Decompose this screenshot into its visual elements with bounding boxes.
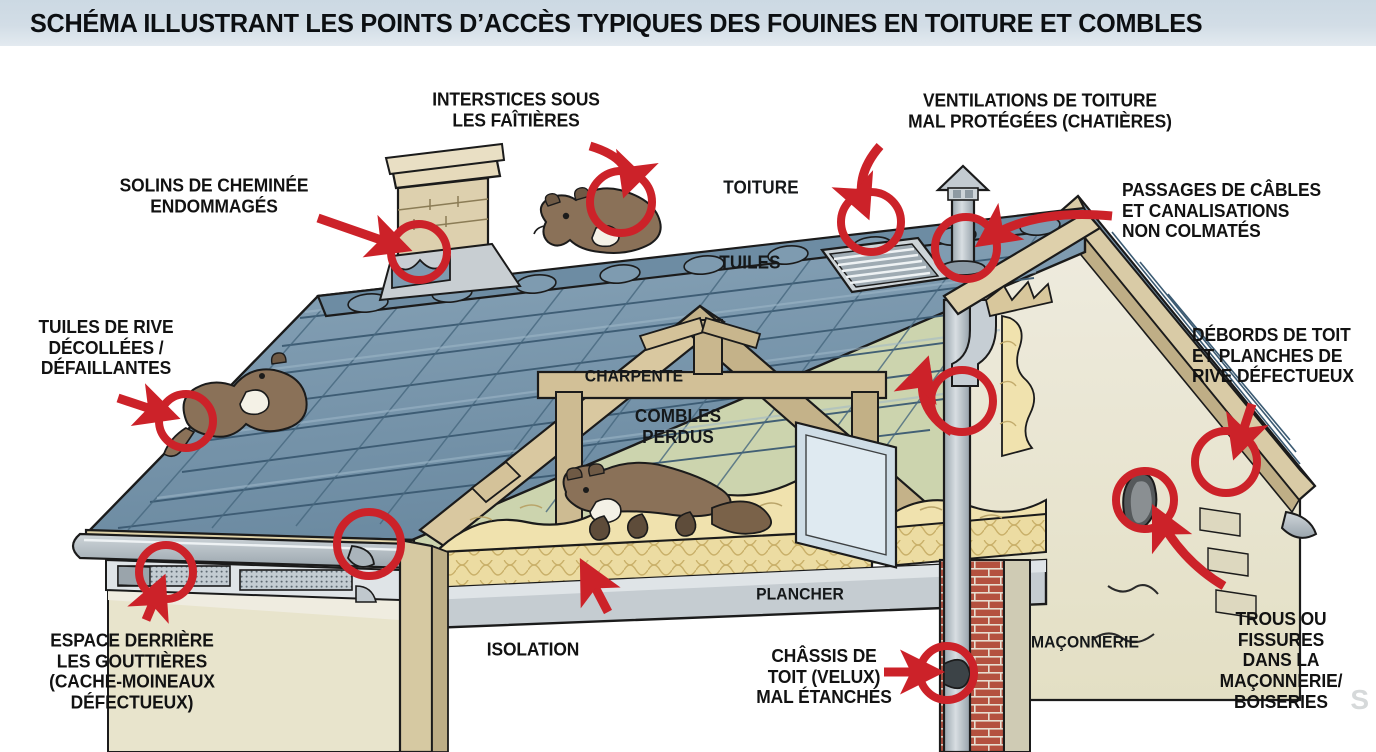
callout-isolation: ISOLATION	[486, 638, 580, 660]
marker-conduit	[931, 213, 1001, 283]
velux-skylight[interactable]	[794, 421, 898, 569]
access-point-markers	[135, 167, 1261, 704]
marker-planche-rive	[1191, 427, 1261, 497]
callout-tuiles-rive: TUILES DE RIVE DÉCOLLÉES / DÉFAILLANTES	[38, 315, 174, 379]
arrow-debords	[1226, 402, 1269, 461]
arrow-gouttieres	[127, 573, 169, 624]
page-title: SCHÉMA ILLUSTRANT LES POINTS D’ACCÈS TYP…	[30, 7, 1203, 38]
arrow-canalisation-interieure	[893, 355, 955, 436]
callout-trous-fissures: TROUS OU FISSURES DANS LA MAÇONNERIE/ BO…	[1219, 608, 1343, 713]
arrow-trous	[1151, 503, 1227, 590]
label-combles-perdus: COMBLES PERDUS	[634, 405, 722, 447]
arrow-ventilations	[831, 143, 884, 221]
callout-espace-gouttieres: ESPACE DERRIÈRE LES GOUTTIÈRES (CACHE-MO…	[49, 629, 215, 713]
watermark: S	[1350, 684, 1370, 715]
arrow-faitieres	[588, 141, 659, 199]
right-soffit-overhang	[942, 210, 1102, 458]
arrow-passages-cables	[974, 202, 1113, 248]
roof-vent-chatiere[interactable]	[820, 236, 950, 294]
arrow-tuiles-rive	[116, 383, 181, 426]
chimney	[378, 142, 522, 302]
marten-on-insulation	[562, 461, 772, 541]
brick-pier-downpipe	[938, 298, 1031, 752]
callout-interstices-faitieres: INTERSTICES SOUS LES FAÎTIÈRES	[432, 88, 600, 130]
eaves-gutter-assembly	[71, 528, 421, 603]
label-plancher: PLANCHER	[756, 585, 844, 604]
callout-arrows	[116, 141, 1269, 695]
charpente-truss	[418, 304, 948, 561]
arrow-isolation	[579, 558, 621, 615]
label-toiture: TOITURE	[723, 177, 799, 198]
callout-ventilations-toiture: VENTILATIONS DE TOITURE MAL PROTÉGÉES (C…	[908, 89, 1172, 131]
marker-debord-gouttiere	[333, 508, 405, 580]
callout-debords-toit: DÉBORDS DE TOIT ET PLANCHES DE RIVE DÉFE…	[1192, 323, 1354, 387]
callout-passages-cables: PASSAGES DE CÂBLES ET CANALISATIONS NON …	[1122, 178, 1321, 242]
callout-chassis-velux: CHÂSSIS DE TOIT (VELUX) MAL ÉTANCHÉS	[756, 644, 892, 708]
label-maconnerie: MAÇONNERIE	[1030, 633, 1140, 652]
title-banner: SCHÉMA ILLUSTRANT LES POINTS D’ACCÈS TYP…	[0, 0, 1376, 46]
left-corner-post	[398, 538, 449, 752]
label-charpente: CHARPENTE	[584, 367, 684, 386]
arrow-solins	[316, 213, 413, 258]
marker-fissure-facade	[1112, 467, 1178, 533]
label-tuiles: TUILES	[719, 252, 781, 273]
callout-solins-cheminee: SOLINS DE CHEMINÉE ENDOMMAGÉS	[119, 174, 309, 216]
